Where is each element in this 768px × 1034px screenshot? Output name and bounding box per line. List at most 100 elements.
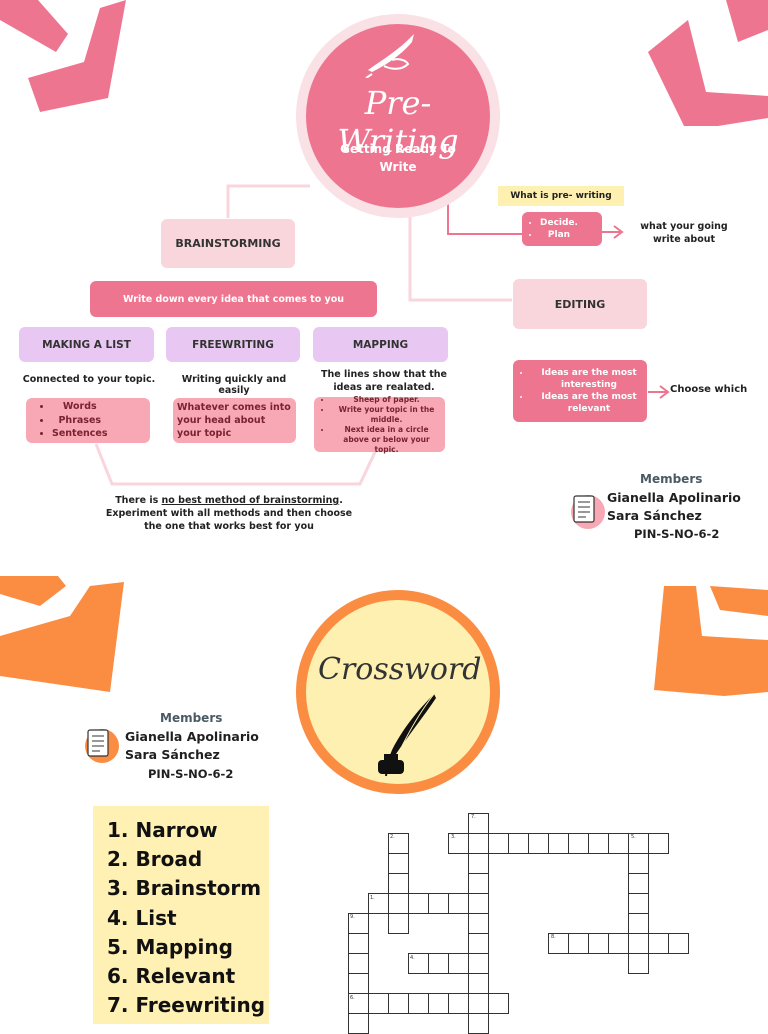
grid-number: 8. (551, 934, 556, 940)
crossword-cell[interactable] (468, 873, 489, 894)
brainstorming-box: BRAINSTORMING (161, 219, 295, 268)
crossword-cell[interactable] (348, 913, 369, 934)
crossword-cell[interactable] (468, 953, 489, 974)
crossword-cell[interactable] (388, 913, 409, 934)
list-items-box: Words Phrases Sentences (26, 398, 150, 443)
crossword-cell[interactable] (348, 933, 369, 954)
crossword-cell[interactable] (568, 833, 589, 854)
editing-idea-item: Ideas are the most relevant (531, 391, 647, 415)
list-items: Words Phrases Sentences (26, 400, 108, 441)
crossword-cell[interactable] (388, 853, 409, 874)
decide-item: Plan (540, 229, 578, 241)
member-name-bottom: Sara Sánchez (125, 747, 220, 762)
crossword-cell[interactable] (468, 853, 489, 874)
crossword-cell[interactable] (628, 953, 649, 974)
member-name-bottom: Gianella Apolinario (125, 729, 259, 744)
crossword-cell[interactable] (468, 973, 489, 994)
member-name-top: Gianella Apolinario (607, 490, 741, 505)
crossword-cell[interactable] (488, 833, 509, 854)
mapping-items: Sheep of paper. Write your topic in the … (314, 395, 445, 455)
crossword-cell[interactable] (408, 953, 429, 974)
crossword-cell[interactable] (348, 993, 369, 1014)
freewriting-text: Whatever comes into your head about your… (177, 402, 291, 439)
code-top: PIN-S-NO-6-2 (634, 527, 720, 541)
grid-number: 1. (370, 895, 375, 901)
making-list-label: MAKING A LIST (42, 338, 131, 351)
crossword-cell[interactable] (388, 873, 409, 894)
crossword-cell[interactable] (648, 833, 669, 854)
quill-inkwell-icon (378, 693, 436, 777)
crossword-cell[interactable] (628, 893, 649, 914)
crossword-cell[interactable] (348, 973, 369, 994)
crossword-circle-inner (306, 600, 490, 784)
crossword-cell[interactable] (408, 893, 429, 914)
crossword-cell[interactable] (488, 993, 509, 1014)
no-best-prefix: There is (115, 495, 162, 506)
chevron-decoration-bottom-right (654, 586, 768, 696)
crossword-cell[interactable] (548, 833, 569, 854)
decide-item: Decide. (540, 217, 578, 229)
crossword-cell[interactable] (468, 993, 489, 1014)
crossword-cell[interactable] (368, 993, 389, 1014)
crossword-cell[interactable] (648, 933, 669, 954)
freewriting-label: FREEWRITING (192, 338, 274, 351)
crossword-cell[interactable] (668, 933, 689, 954)
editing-ideas-list: Ideas are the most interesting Ideas are… (513, 367, 647, 415)
chevron-decoration-bottom-left (0, 576, 124, 692)
crossword-cell[interactable] (468, 893, 489, 914)
word-list-item: 1. Narrow (107, 818, 218, 842)
word-list-item: 7. Freewriting (107, 993, 266, 1018)
crossword-cell[interactable] (628, 873, 649, 894)
crossword-cell[interactable] (588, 833, 609, 854)
mapping-box: MAPPING (313, 327, 448, 362)
crossword-cell[interactable] (568, 933, 589, 954)
word-list-box: 1. Narrow 2. Broad 3. Brainstorm 4. List… (93, 806, 269, 1024)
crossword-cell[interactable] (368, 893, 389, 914)
crossword-cell[interactable] (468, 833, 489, 854)
crossword-cell[interactable] (508, 833, 529, 854)
crossword-cell[interactable] (628, 853, 649, 874)
crossword-cell[interactable] (348, 953, 369, 974)
crossword-cell[interactable] (608, 833, 629, 854)
grid-number: 3. (451, 834, 456, 840)
crossword-cell[interactable] (468, 913, 489, 934)
crossword-cell[interactable] (448, 953, 469, 974)
list-item: Sentences (52, 427, 108, 441)
word-list-item: 6. Relevant (107, 964, 236, 989)
making-list-desc: Connected to your topic. (22, 374, 156, 385)
crossword-cell[interactable] (448, 993, 469, 1014)
crossword-cell[interactable] (428, 993, 449, 1014)
mapping-item: Sheep of paper. (332, 395, 441, 405)
crossword-cell[interactable] (528, 833, 549, 854)
crossword-cell[interactable] (448, 893, 469, 914)
crossword-cell[interactable] (448, 833, 469, 854)
crossword-cell[interactable] (388, 893, 409, 914)
grid-number: 5. (631, 834, 636, 840)
crossword-cell[interactable] (408, 993, 429, 1014)
crossword-cell[interactable] (388, 833, 409, 854)
crossword-cell[interactable] (468, 933, 489, 954)
crossword-cell[interactable] (548, 933, 569, 954)
crossword-cell[interactable] (608, 933, 629, 954)
choose-which-text: Choose which (670, 384, 748, 395)
editing-box: EDITING (513, 279, 647, 329)
grid-number: 4. (410, 955, 415, 961)
crossword-cell[interactable] (468, 813, 489, 834)
crossword-cell[interactable] (628, 913, 649, 934)
editing-ideas-box: Ideas are the most interesting Ideas are… (513, 360, 647, 422)
crossword-cell[interactable] (428, 953, 449, 974)
member-name-top: Sara Sánchez (607, 508, 702, 523)
decide-note: what your going write about (640, 221, 728, 245)
members-title-top: Members (640, 472, 703, 486)
crossword-cell[interactable] (388, 993, 409, 1014)
no-best-method-text: There is no best method of brainstorming… (104, 494, 354, 533)
chevron-decoration-top-right (648, 0, 768, 126)
crossword-cell[interactable] (428, 893, 449, 914)
crossword-cell[interactable] (588, 933, 609, 954)
word-list-item: 5. Mapping (107, 934, 233, 959)
mapping-item: Write your topic in the middle. (332, 405, 441, 425)
crossword-cell[interactable] (628, 833, 649, 854)
crossword-cell[interactable] (628, 933, 649, 954)
grid-number: 6. (350, 995, 355, 1001)
prewriting-title: Pre-Writing (337, 84, 459, 160)
